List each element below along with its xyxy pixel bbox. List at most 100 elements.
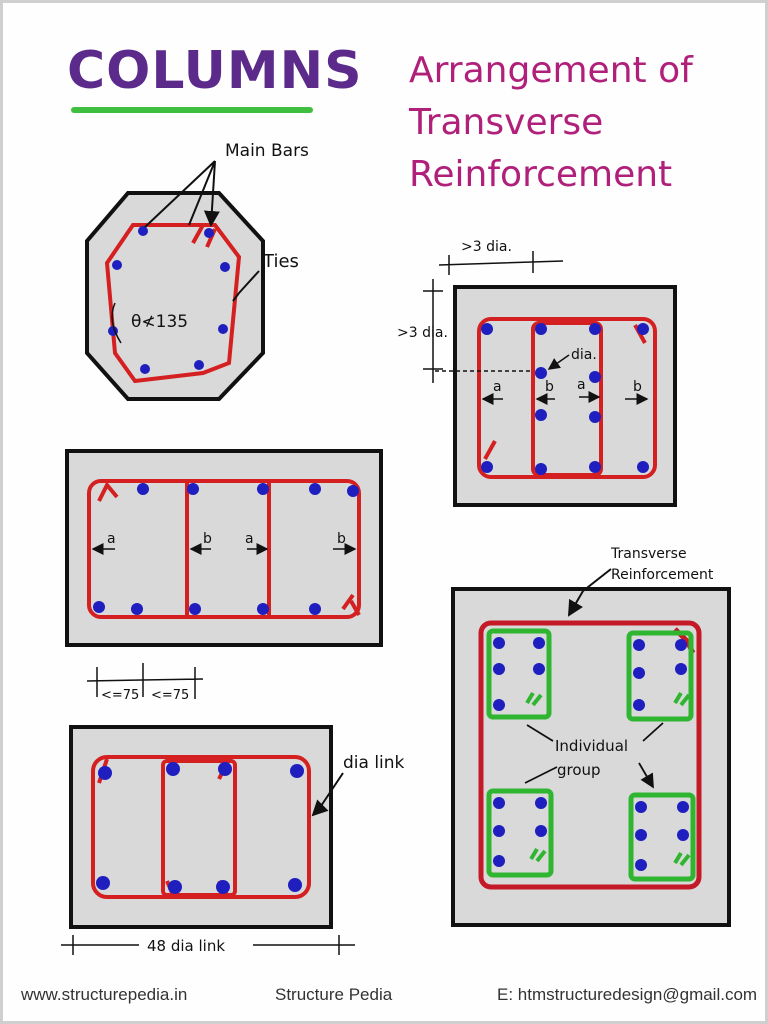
wide-outer-tie xyxy=(87,479,361,619)
main-bar xyxy=(589,323,601,335)
ties-label: Ties xyxy=(262,251,299,272)
main-bar xyxy=(589,411,601,423)
bottom-inner-tie xyxy=(161,759,237,897)
main-bar xyxy=(138,226,148,236)
dia-link-column-section: dia link 48 dia link xyxy=(61,725,405,955)
main-bar xyxy=(533,663,545,675)
subtitle-line-1: Arrangement of xyxy=(409,50,693,91)
group-tie xyxy=(626,630,694,722)
main-bar xyxy=(220,262,230,272)
diagram-canvas: Main Bars Ties θ≮135 xyxy=(61,141,731,955)
main-bar xyxy=(633,699,645,711)
le75-label-2: <=75 xyxy=(151,688,189,703)
main-bar xyxy=(535,825,547,837)
main-bar xyxy=(96,876,110,890)
transverse-label: Transverse xyxy=(610,546,687,562)
main-bar xyxy=(257,603,269,615)
main-bar xyxy=(187,483,199,495)
top-dimension xyxy=(438,251,564,275)
wide-cross-ties xyxy=(185,483,271,615)
main-bar xyxy=(637,461,649,473)
main-bar xyxy=(633,639,645,651)
group-label: group xyxy=(557,761,601,779)
dia-leader xyxy=(547,354,570,370)
main-bar xyxy=(288,878,302,892)
transverse-leader xyxy=(567,568,612,617)
main-bar xyxy=(589,371,601,383)
page-title: COLUMNS xyxy=(67,41,363,101)
ties-leader xyxy=(232,270,260,302)
spacing-label-a: a xyxy=(493,379,502,395)
dia-link-leader xyxy=(311,772,344,817)
subtitle-line-3: Reinforcement xyxy=(409,154,673,195)
title-underline xyxy=(71,107,313,113)
footer-website: www.structurepedia.in xyxy=(21,985,188,1004)
wide-label-b: b xyxy=(203,531,212,547)
spacing-label-a2: a xyxy=(577,377,586,393)
main-bars-leader xyxy=(144,160,215,227)
main-bar xyxy=(493,855,505,867)
main-bar xyxy=(98,766,112,780)
main-bar xyxy=(204,228,214,238)
wide-main-bars xyxy=(93,483,359,615)
main-bar xyxy=(189,603,201,615)
main-bar xyxy=(535,463,547,475)
link-spacing-dimension xyxy=(61,935,355,955)
wide-label-a: a xyxy=(107,531,116,547)
wide-tie-hooks xyxy=(97,481,361,616)
main-bar xyxy=(635,859,647,871)
group-tie-hook xyxy=(529,847,547,863)
main-bar xyxy=(309,603,321,615)
main-bar xyxy=(131,603,143,615)
main-bar xyxy=(677,829,689,841)
main-bar xyxy=(535,409,547,421)
page-subtitle: Arrangement of Transverse Reinforcement xyxy=(409,45,749,201)
main-bar xyxy=(166,762,180,776)
main-bar xyxy=(481,323,493,335)
main-bar xyxy=(675,639,687,651)
main-bar xyxy=(589,461,601,473)
individual-group-bottom-left xyxy=(486,788,554,878)
spacing-label-b2: b xyxy=(633,379,642,395)
main-bar xyxy=(535,323,547,335)
group-tie-hook xyxy=(525,691,543,707)
reinforcement-label: Reinforcement xyxy=(611,567,714,583)
individual-group-top-right xyxy=(626,630,694,722)
main-bar xyxy=(290,764,304,778)
group-tie-hook xyxy=(673,851,691,867)
footer-brand: Structure Pedia xyxy=(275,985,393,1004)
main-bar xyxy=(347,485,359,497)
main-bar xyxy=(533,637,545,649)
main-bar xyxy=(481,461,493,473)
wide-column-section: a b a b <=75 <=75 xyxy=(65,449,383,703)
main-bar xyxy=(535,797,547,809)
inner-tie xyxy=(531,321,603,477)
wide-concrete xyxy=(65,449,383,647)
main-bar xyxy=(677,801,689,813)
wide-label-a2: a xyxy=(245,531,254,547)
main-bar xyxy=(675,663,687,675)
main-bar xyxy=(168,880,182,894)
three-dia-top-label: >3 dia. xyxy=(461,239,512,255)
main-bar xyxy=(635,801,647,813)
main-bar xyxy=(218,324,228,334)
group-tie xyxy=(486,628,552,720)
rectangular-column-spacing-section: >3 dia. >3 dia. dia. a b a b xyxy=(397,239,677,507)
main-bar xyxy=(493,637,505,649)
rect-main-bars xyxy=(481,323,649,475)
main-bar xyxy=(633,667,645,679)
main-bar xyxy=(257,483,269,495)
angle-arc xyxy=(111,302,122,344)
angle-label: θ≮135 xyxy=(131,312,188,332)
group-tie-hook xyxy=(673,691,691,707)
dia-link-label: dia link xyxy=(343,753,405,773)
main-bars-label: Main Bars xyxy=(225,141,309,161)
bottom-main-bars xyxy=(96,762,304,894)
main-bar xyxy=(309,483,321,495)
main-bar xyxy=(218,762,232,776)
side-dimension xyxy=(423,279,443,383)
individual-label: Individual xyxy=(555,737,628,755)
octagonal-column-section: Main Bars Ties θ≮135 xyxy=(85,141,309,401)
forty-eight-dia-link-label: 48 dia link xyxy=(147,937,225,955)
